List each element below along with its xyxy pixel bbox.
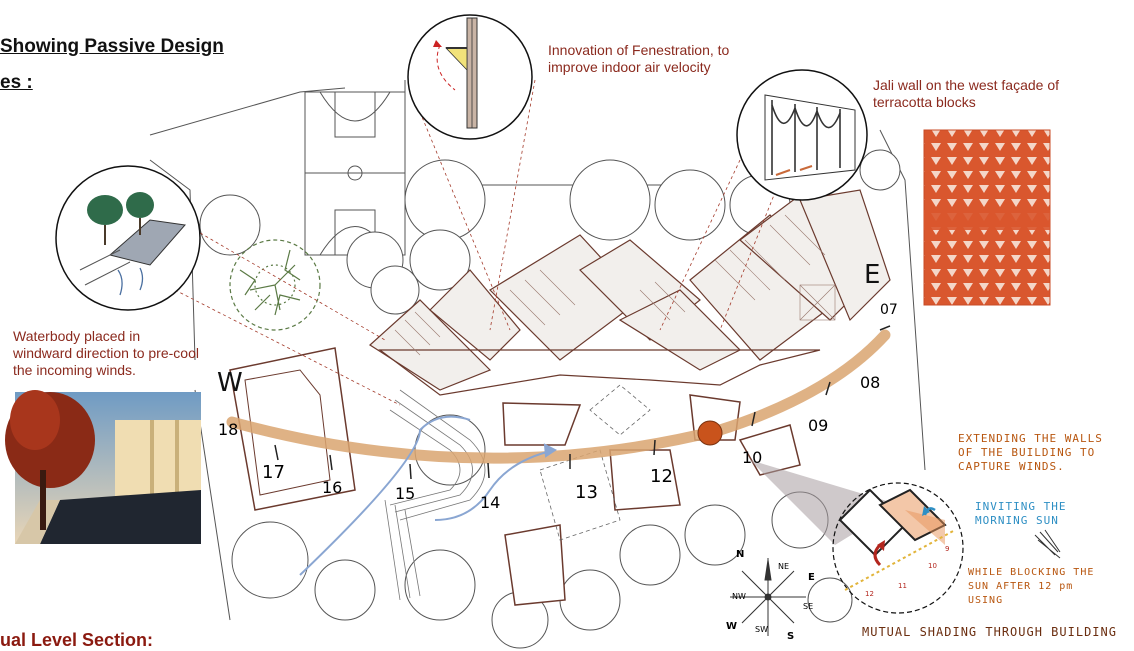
sun-path-ticks (274, 325, 891, 480)
mini-hour-12: 12 (865, 590, 874, 598)
compass-ne: NE (778, 562, 790, 571)
hour-17: 17 (262, 462, 285, 483)
mini-hour-11: 11 (898, 582, 907, 590)
compass-w: W (726, 621, 738, 632)
compass-n: N (736, 549, 745, 560)
hour-15: 15 (395, 484, 416, 503)
hour-08: 08 (860, 373, 881, 392)
hour-12: 12 (650, 466, 673, 487)
amphitheater (384, 389, 486, 601)
west-building (229, 347, 356, 511)
building-interiors (394, 214, 836, 356)
morning-sun-note: INVITING THE MORNING SUN (975, 500, 1067, 527)
wind-arrows (299, 415, 557, 576)
east-label: E (864, 260, 881, 290)
blocking-sun-note: WHILE BLOCKING THE SUN AFTER 12 pm USING (968, 567, 1095, 606)
bottom-section-title: ual Level Section: (0, 630, 154, 650)
hour-13: 13 (575, 482, 598, 503)
jali-detail (736, 69, 868, 201)
compass-e: E (808, 572, 815, 583)
sun-marker (697, 420, 723, 446)
hour-16: 16 (322, 478, 343, 497)
hour-14: 14 (480, 493, 501, 512)
fenestration-note: Innovation of Fenestration, to improve i… (548, 42, 730, 75)
trees (199, 149, 901, 649)
callout-leaders (174, 79, 781, 406)
compass-se: SE (803, 602, 814, 611)
jali-note: Jali wall on the west façade of terracot… (873, 77, 1059, 110)
mini-hour-10: 10 (928, 562, 937, 570)
hour-10: 10 (742, 448, 763, 467)
main-building (369, 189, 891, 396)
west-label: W (217, 368, 243, 398)
sun-path-arc (226, 329, 891, 464)
compass-nw: NW (732, 592, 746, 601)
basketball-court (304, 91, 406, 256)
waterbody-photo (5, 390, 201, 544)
compass-sw: SW (755, 625, 768, 634)
mini-hour-9: 9 (945, 545, 950, 553)
hour-09: 09 (808, 416, 829, 435)
fenestration-detail (407, 14, 533, 140)
compass-s: S (787, 631, 795, 642)
compass-rose (730, 558, 806, 636)
waterbody-note: Waterbody placed in windward direction t… (13, 328, 199, 378)
sun-shading-detail (832, 482, 1061, 614)
waterbody-detail (55, 165, 201, 311)
hour-07: 07 (880, 302, 898, 318)
hour-18: 18 (218, 420, 239, 439)
section-subtitle: es : (0, 72, 33, 93)
mutual-shading-note: MUTUAL SHADING THROUGH BUILDING (862, 625, 1117, 639)
green-tree-sketch (229, 239, 321, 331)
page-title: Showing Passive Design (0, 36, 224, 57)
extending-walls-note: EXTENDING THE WALLS OF THE BUILDING TO C… (958, 432, 1103, 473)
